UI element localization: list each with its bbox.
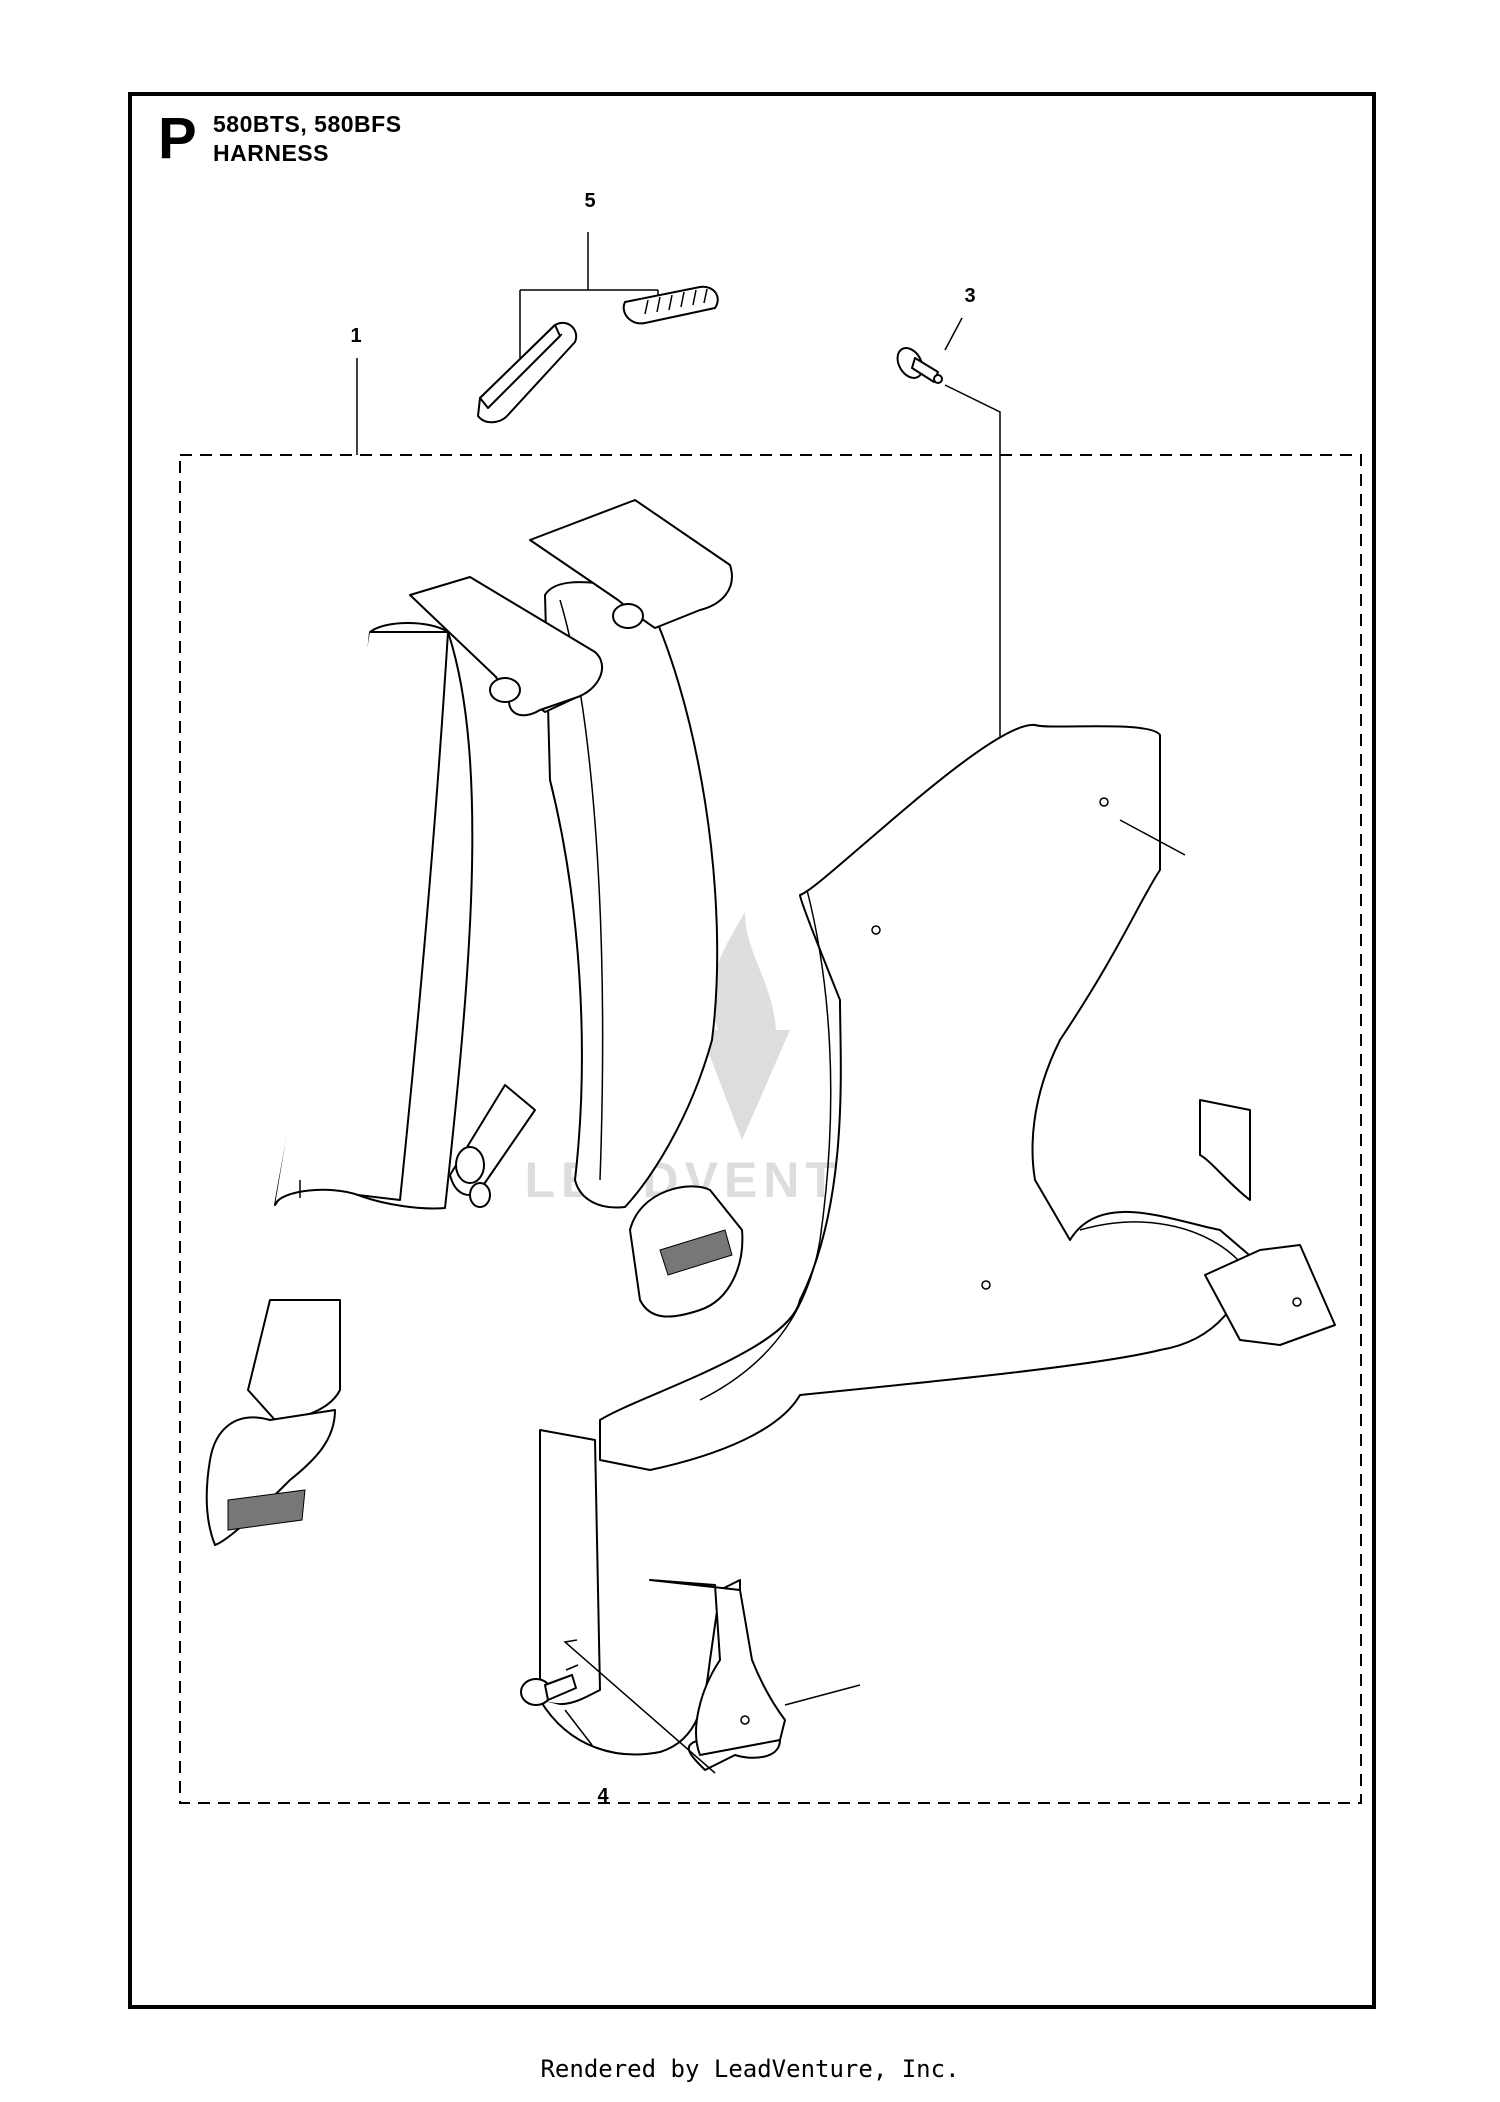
kit-outline <box>179 454 1362 1804</box>
part-1-shoulder-loop-left <box>409 576 604 717</box>
part-3-screw <box>896 347 943 384</box>
part-1-harness-strap-left <box>274 622 474 1210</box>
part-4-leader-line <box>563 1639 716 1774</box>
part-1-hip-pad-lower <box>539 1429 861 1771</box>
callout-3-label: 3 <box>964 285 975 307</box>
part-4-screw <box>520 1664 579 1706</box>
callout-3-leader <box>944 317 963 351</box>
callout-4-label: 4 <box>597 1785 609 1807</box>
part-1-webbing-lower-right <box>629 1185 744 1318</box>
part-3-leader-line <box>944 384 1041 773</box>
callout-1-label: 1 <box>350 325 361 347</box>
callout-5: 5 <box>519 190 659 380</box>
part-1-shoulder-loop-right <box>529 499 733 629</box>
part-5-clip-left <box>477 322 578 424</box>
callout-3: 3 <box>944 285 976 351</box>
part-1-buckle-center <box>449 1084 536 1208</box>
diagram-title: HARNESS <box>213 140 329 166</box>
section-letter: P <box>158 106 197 171</box>
callout-1: 1 <box>350 325 362 455</box>
callout-5-label: 5 <box>584 190 595 212</box>
flame-logo-icon <box>711 912 776 1130</box>
callout-5-leader <box>519 232 659 380</box>
callout-4-leader <box>564 1709 593 1746</box>
part-1-webbing-lower-left <box>205 1299 341 1546</box>
diagram-frame <box>128 92 1376 2009</box>
v-logo-icon <box>700 1030 790 1140</box>
footer-credit: Rendered by LeadVenture, Inc. <box>540 2055 960 2083</box>
part-5-clip-right <box>622 285 719 325</box>
part-1-hip-pad <box>599 723 1336 1471</box>
callout-4: 4 <box>564 1709 609 1807</box>
model-numbers: 580BTS, 580BFS <box>213 111 402 137</box>
